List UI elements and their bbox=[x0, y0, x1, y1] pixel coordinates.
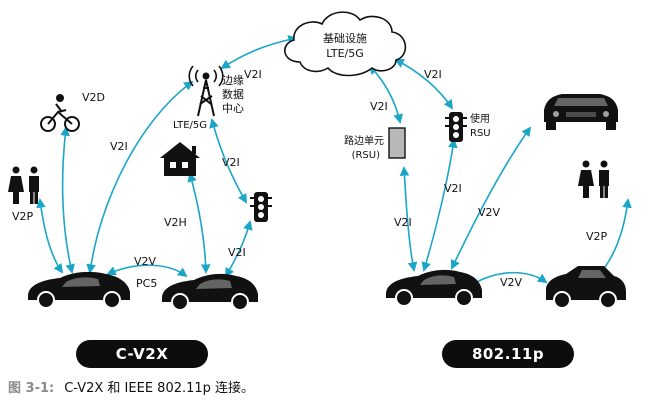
label-v2i-car-light: V2I bbox=[444, 182, 462, 195]
arrow-v2i-car-rsu bbox=[399, 166, 418, 272]
label-v2h: V2H bbox=[164, 216, 187, 229]
label-v2i-car2-light: V2I bbox=[228, 246, 246, 259]
arrow-v2i-tower-light bbox=[209, 118, 247, 204]
arrow-v2i-car-tower bbox=[86, 80, 194, 274]
arrow-v2i-cloud-light bbox=[394, 59, 454, 110]
arrow-v2i-cloud-rsu bbox=[368, 64, 403, 124]
label-v2d: V2D bbox=[82, 91, 105, 104]
caption-prefix: 图 3-1: bbox=[8, 381, 55, 396]
rsu-light-label-1: 使用 bbox=[470, 112, 490, 125]
arrow-v2v-left bbox=[106, 264, 188, 278]
arrow-v2d bbox=[60, 126, 75, 274]
label-v2i-cloud-rsu: V2I bbox=[370, 100, 388, 113]
pedestrians-icon-left bbox=[8, 166, 39, 204]
traffic-light-icon-right bbox=[445, 112, 467, 142]
rsu-label-2: (RSU) bbox=[352, 150, 381, 161]
suv-icon-right bbox=[546, 266, 626, 309]
v2x-diagram: 基础设施 LTE/5G 边缘 数据 中心 LTE/5G bbox=[8, 11, 632, 311]
caption-text: C-V2X 和 IEEE 802.11p 连接。 bbox=[64, 381, 255, 396]
car-icon-left-1 bbox=[28, 271, 130, 309]
arrow-v2i-car2-light bbox=[225, 220, 253, 278]
cv2x-pill: C-V2X bbox=[76, 340, 208, 368]
pedestrians-icon-right bbox=[578, 160, 609, 198]
label-v2i-tower-cloud: V2I bbox=[244, 68, 262, 81]
house-icon bbox=[160, 142, 200, 176]
arrow-v2v-car-car bbox=[450, 126, 532, 270]
edge-dc-label-2: 数据 bbox=[222, 87, 244, 101]
rsu-label-1: 路边单元 bbox=[344, 134, 384, 147]
label-pc5: PC5 bbox=[136, 277, 157, 290]
cloud-icon bbox=[284, 11, 407, 77]
cloud-label-1: 基础设施 bbox=[323, 32, 367, 45]
cell-tower-icon bbox=[188, 65, 224, 117]
edge-dc-label-1: 边缘 bbox=[222, 74, 244, 87]
cyclist-icon bbox=[40, 94, 80, 132]
label-v2v-left: V2V bbox=[134, 255, 157, 268]
traffic-light-icon-left bbox=[250, 192, 272, 222]
edge-dc-label-3: 中心 bbox=[222, 102, 244, 115]
label-v2i-car-rsu: V2I bbox=[394, 216, 412, 229]
rsu-light-label-2: RSU bbox=[470, 128, 491, 139]
label-v2i-tower-light: V2I bbox=[222, 156, 240, 169]
label-v2i-car-tower: V2I bbox=[110, 140, 128, 153]
arrow-v2p-left bbox=[36, 198, 64, 274]
arrow-v2i-car-light bbox=[421, 138, 458, 272]
label-v2p-right: V2P bbox=[586, 230, 608, 243]
rsu-box bbox=[388, 127, 406, 159]
tower-label: LTE/5G bbox=[173, 120, 207, 131]
figure-caption: 图 3-1: C-V2X 和 IEEE 802.11p 连接。 bbox=[8, 377, 254, 396]
arrow-v2h bbox=[187, 172, 211, 274]
label-v2v-car-car: V2V bbox=[478, 206, 501, 219]
car-icon-left-2 bbox=[162, 273, 258, 311]
label-v2p-left: V2P bbox=[12, 210, 34, 223]
car-icon-front-right bbox=[544, 94, 618, 130]
cloud-label-2: LTE/5G bbox=[326, 47, 364, 60]
label-v2i-cloud-light: V2I bbox=[424, 68, 442, 81]
car-icon-right-1 bbox=[386, 269, 482, 307]
arrow-v2i-tower-cloud bbox=[220, 35, 298, 70]
80211p-pill: 802.11p bbox=[442, 340, 574, 368]
label-v2v-bottom: V2V bbox=[500, 276, 523, 289]
